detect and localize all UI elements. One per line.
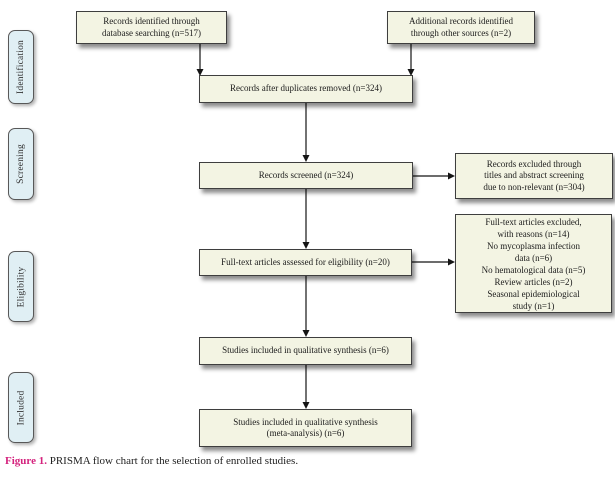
box-qualitative-synthesis: Studies included in qualitative synthesi… [199, 337, 412, 365]
arrow-fulltext-to-excluded [412, 258, 455, 266]
box-records-identified: Records identified through database sear… [76, 11, 227, 44]
stage-label-included: Included [8, 372, 34, 443]
arrow-additional-to-dedup [407, 44, 415, 76]
arrow-identified-to-dedup [196, 44, 204, 76]
arrow-screened-to-excluded [413, 172, 455, 180]
stage-label-included-text: Included [16, 390, 26, 425]
stage-label-identification-text: Identification [16, 40, 27, 94]
stage-label-identification: Identification [8, 30, 34, 104]
stage-label-screening-text: Screening [16, 144, 27, 184]
stage-label-eligibility-text: Eligibility [16, 266, 27, 307]
box-records-screened: Records screened (n=324) [199, 162, 413, 189]
box-additional-records: Additional records identified through ot… [387, 11, 535, 44]
figure-caption: Figure 1. PRISMA flow chart for the sele… [5, 455, 298, 467]
arrow-screened-to-fulltext [302, 189, 310, 249]
arrow-dedup-to-screened [302, 103, 310, 162]
figure-caption-text: PRISMA flow chart for the selection of e… [49, 455, 299, 467]
stage-label-eligibility: Eligibility [8, 251, 34, 322]
stage-label-screening: Screening [8, 128, 34, 200]
box-duplicates-removed: Records after duplicates removed (n=324) [199, 75, 413, 103]
box-fulltext-excluded: Full-text articles excluded, with reason… [455, 214, 612, 313]
arrow-qualitative-to-meta [302, 365, 310, 409]
box-records-excluded: Records excluded through titles and abst… [455, 153, 613, 199]
box-meta-analysis: Studies included in qualitative synthesi… [199, 409, 412, 447]
figure-caption-label: Figure 1. [5, 455, 47, 467]
arrow-fulltext-to-qualitative [302, 276, 310, 337]
box-fulltext-assessed: Full-text articles assessed for eligibil… [199, 249, 412, 276]
